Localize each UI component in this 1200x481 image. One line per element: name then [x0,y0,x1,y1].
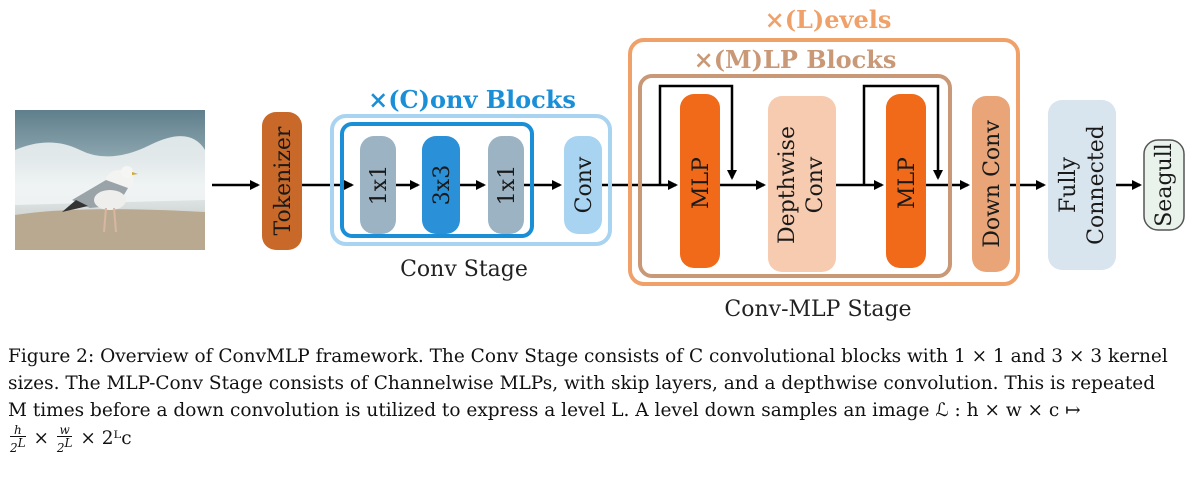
fc-label-line2: Connected [1084,125,1109,245]
mlp-label-b: MLP [895,157,920,209]
convmlp-diagram: Tokenizer ×(C)onv Blocks Conv Stage 1x1 … [15,5,1185,322]
caption-line-1: Figure 2: Overview of ConvMLP framework.… [8,346,1168,367]
seagull-label: Seagull [1152,143,1177,227]
tokenizer-label: Tokenizer [271,126,296,235]
mlp-blocks-box [638,74,952,278]
tokenizer-block [262,112,302,250]
down-conv-block [972,96,1010,272]
conv-blocks-title: ×(C)onv Blocks [368,85,576,114]
conv-1x1-block-b [488,136,524,234]
skip-connection-b [862,84,943,185]
conv-1x1-label-b: 1x1 [495,165,520,205]
caption-line-4-tail: × 2ᴸc [80,428,132,449]
conv-mlp-stage-label: Conv-MLP Stage [724,297,911,322]
conv-3x3-block [422,136,460,234]
mlp-block-a [680,94,720,268]
seagull-output-block [1143,139,1185,231]
depthwise-conv-block [768,96,836,272]
mlp-label-a: MLP [689,157,714,209]
seagull-photo [15,110,205,250]
down-conv-label: Down Conv [980,120,1005,248]
conv-block [564,136,602,234]
figure-caption: Figure 2: Overview of ConvMLP framework.… [8,343,1193,454]
conv-3x3-label: 3x3 [430,165,455,205]
conv-stage-outer-box [330,114,612,246]
conv-stage-label: Conv Stage [400,257,528,282]
caption-line-2: sizes. The MLP-Conv Stage consists of Ch… [8,373,1156,394]
conv-1x1-label-a: 1x1 [367,165,392,205]
depthwise-label-line2: Conv [803,156,828,213]
depthwise-label-line1: Depthwise [775,126,800,244]
skip-connection-a [658,84,737,185]
fc-label-line1: Fully [1056,156,1081,213]
mlp-block-b [886,94,926,268]
mlp-blocks-title: ×(M)LP Blocks [694,45,897,74]
conv-label: Conv [572,156,597,213]
levels-box [628,38,1020,286]
caption-line-3: M times before a down convolution is uti… [8,400,1081,421]
levels-title: ×(L)evels [765,5,892,34]
fully-connected-block [1048,100,1116,270]
conv-1x1-block-a [360,136,396,234]
conv-blocks-box [340,122,534,238]
